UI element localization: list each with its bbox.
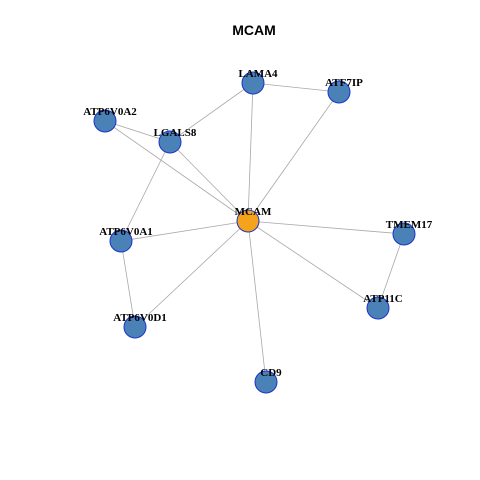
node-label-cd9: CD9 (260, 367, 282, 379)
edge-lama4-atf7ip (252, 82, 340, 93)
node-label-atp6v0a1: ATP6V0A1 (99, 226, 153, 238)
node-label-mcam: MCAM (235, 206, 272, 218)
diagram-title: MCAM (232, 22, 276, 38)
edge-lama4-lgals8 (169, 82, 254, 143)
edge-mcam-cd9 (247, 220, 267, 383)
node-label-atp6v0a2: ATP6V0A2 (83, 106, 137, 118)
node-atp6v0a2[interactable] (93, 109, 117, 133)
node-atp6v0d1[interactable] (123, 315, 147, 339)
nodes-layer (93, 71, 416, 394)
edge-mcam-atp6v0a1 (120, 220, 249, 242)
edge-mcam-atp11c (247, 220, 379, 309)
edge-lgals8-atp6v0a1 (120, 141, 171, 242)
edge-mcam-atp6v0d1 (134, 220, 249, 328)
node-label-atp6v0d1: ATP6V0D1 (113, 312, 167, 324)
edge-mcam-tmem17 (247, 220, 405, 235)
node-cd9[interactable] (254, 370, 278, 394)
node-lgals8[interactable] (158, 130, 182, 154)
node-mcam[interactable] (236, 209, 260, 233)
node-label-atp11c: ATP11C (363, 293, 403, 305)
edge-mcam-atf7ip (247, 91, 340, 222)
edge-atp6v0a1-atp6v0d1 (120, 240, 136, 328)
edge-tmem17-atp11c (377, 233, 405, 309)
edge-mcam-atp6v0a2 (104, 120, 249, 222)
node-label-atf7ip: ATF7IP (325, 77, 363, 89)
node-label-lama4: LAMA4 (238, 68, 278, 80)
node-label-lgals8: LGALS8 (154, 127, 197, 139)
edge-mcam-lama4 (247, 82, 254, 222)
node-atp6v0a1[interactable] (109, 229, 133, 253)
node-lama4[interactable] (241, 71, 265, 95)
node-atf7ip[interactable] (327, 80, 351, 104)
edge-mcam-lgals8 (169, 141, 249, 222)
node-tmem17[interactable] (392, 222, 416, 246)
node-label-tmem17: TMEM17 (386, 219, 433, 231)
node-atp11c[interactable] (366, 296, 390, 320)
